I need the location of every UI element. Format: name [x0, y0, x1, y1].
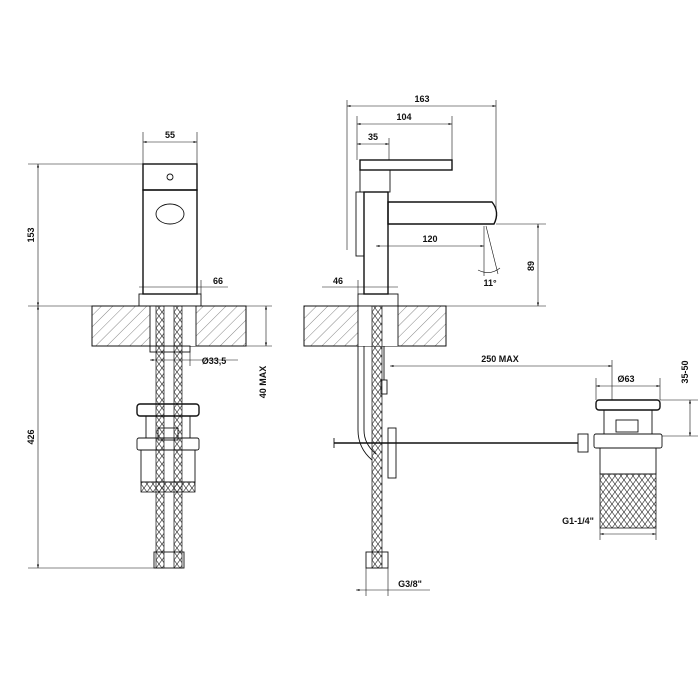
dim-waste-adjust: 35-50 — [680, 360, 690, 383]
dim-front-width: 55 — [165, 130, 175, 140]
dim-front-total: 426 — [26, 429, 36, 444]
side-hose — [371, 305, 383, 569]
dim-front-deck: 40 MAX — [258, 366, 268, 399]
dim-waste-diameter: Ø63 — [617, 374, 634, 384]
side-mixer-body — [363, 191, 389, 295]
dim-side-reach: 120 — [422, 234, 437, 244]
side-spout — [387, 201, 498, 225]
dim-side-angle: 11° — [483, 278, 497, 288]
dim-waste-thread: G1-1/4" — [562, 516, 594, 526]
dim-front-height: 153 — [26, 227, 36, 242]
front-mixer-body — [142, 189, 198, 295]
dim-side-overall: 163 — [414, 94, 429, 104]
dim-side-base: 46 — [333, 276, 343, 286]
front-mixer-head — [142, 163, 198, 191]
dim-front-base: 66 — [213, 276, 223, 286]
front-spout-outlet — [155, 203, 185, 225]
dim-side-rod: 250 MAX — [481, 354, 519, 364]
side-view: 163 104 35 120 11° 89 46 250 MAX — [303, 94, 613, 596]
dim-side-spout-height: 89 — [526, 261, 536, 271]
front-waste-valve — [136, 403, 200, 493]
waste-detail: Ø63 35-50 G1-1/4" — [562, 360, 698, 540]
dim-side-body: 35 — [368, 132, 378, 142]
front-view: 55 153 426 66 Ø33,5 40 MAX — [26, 130, 272, 569]
side-lever — [359, 159, 453, 171]
front-hose-left — [155, 305, 165, 569]
dim-supply-thread: G3/8" — [398, 579, 422, 589]
front-lever-pin — [166, 173, 174, 181]
dim-side-lever: 104 — [396, 112, 411, 122]
dim-front-bore: Ø33,5 — [202, 356, 227, 366]
